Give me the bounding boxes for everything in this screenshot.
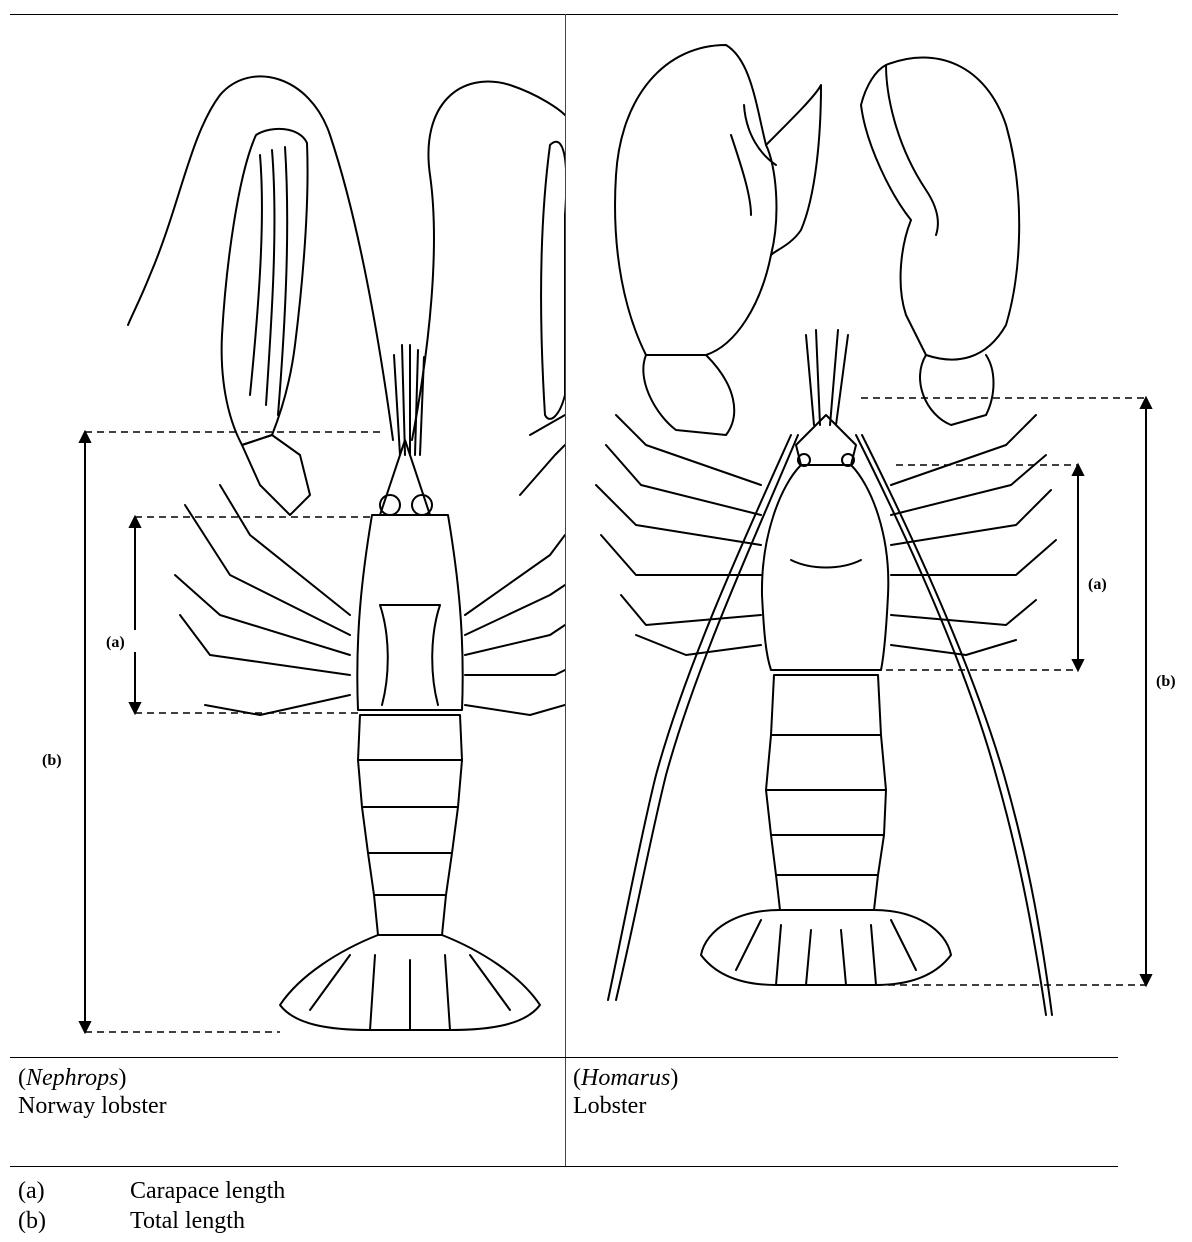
legend-row-total-length: (b) Total length: [18, 1206, 285, 1236]
homarus-illustration-panel: (a) (b): [566, 15, 1192, 1057]
legend-text-total-length: Total length: [130, 1206, 245, 1236]
homarus-genus: Homarus: [581, 1065, 670, 1091]
nephrops-label-b: (b): [42, 752, 62, 769]
nephrops-claw-right: [541, 142, 565, 419]
homarus-label-a: (a): [1088, 576, 1107, 593]
homarus-antenna-left-inner: [616, 435, 798, 1000]
homarus-antenna-right: [856, 435, 1046, 1015]
nephrops-carapace: [357, 515, 462, 710]
measurement-legend: (a) Carapace length (b) Total length: [18, 1176, 285, 1236]
nephrops-caption: (Nephrops) Norway lobster: [18, 1064, 167, 1120]
nephrops-legs-right: [465, 535, 565, 715]
homarus-legs-left: [596, 415, 761, 655]
homarus-antenna-right-inner: [862, 435, 1052, 1015]
legend-key-a: (a): [18, 1176, 130, 1206]
homarus-common-name: Lobster: [573, 1092, 678, 1120]
nephrops-legs-left: [175, 485, 350, 715]
homarus-label-b: (b): [1156, 673, 1176, 690]
nephrops-drawing: (a) (b): [10, 15, 565, 1057]
homarus-tail-fan: [701, 910, 951, 985]
nephrops-genus-line: (Nephrops): [18, 1064, 167, 1092]
homarus-drawing: (a) (b): [566, 15, 1192, 1057]
legend-row-carapace-length: (a) Carapace length: [18, 1176, 285, 1206]
nephrops-genus: Nephrops: [26, 1065, 118, 1091]
nephrops-illustration-panel: (a) (b): [10, 15, 565, 1057]
table-caption-rule: [10, 1057, 1118, 1058]
homarus-claw-left: [615, 45, 776, 355]
nephrops-common-name: Norway lobster: [18, 1092, 167, 1120]
nephrops-label-a: (a): [106, 634, 125, 651]
nephrops-arm-left: [242, 435, 310, 515]
homarus-claw-right: [861, 58, 1019, 360]
homarus-abdomen: [766, 675, 886, 910]
legend-text-carapace-length: Carapace length: [130, 1176, 285, 1206]
legend-key-b: (b): [18, 1206, 130, 1236]
nephrops-abdomen: [358, 715, 462, 935]
homarus-caption: (Homarus) Lobster: [573, 1064, 678, 1120]
nephrops-claw-left: [222, 129, 308, 445]
homarus-genus-line: (Homarus): [573, 1064, 678, 1092]
table-bottom-rule: [10, 1166, 1118, 1167]
homarus-legs-right: [891, 415, 1056, 655]
